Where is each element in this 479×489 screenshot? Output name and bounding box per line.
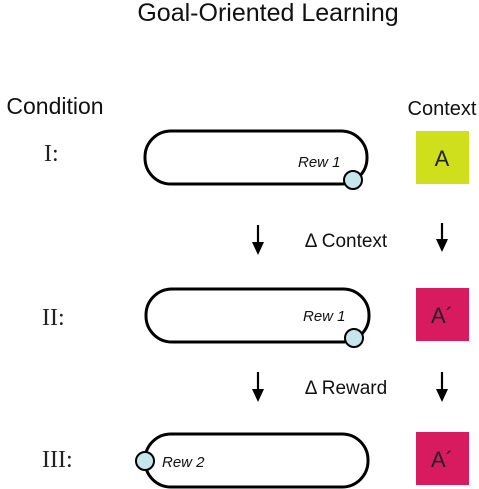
condition-row-1: I: Rew 1 A bbox=[44, 129, 469, 190]
transition-label-1: Δ Context bbox=[305, 231, 388, 252]
reward-location-dot-2 bbox=[344, 328, 364, 348]
reward-location-dot-3 bbox=[135, 451, 155, 471]
context-box-2 bbox=[416, 288, 469, 341]
transition-label-2: Δ Reward bbox=[305, 378, 387, 399]
transition-arrow-right-1-head bbox=[436, 239, 448, 252]
transition-1: Δ Context bbox=[252, 223, 448, 255]
condition-label-2: II: bbox=[42, 305, 65, 331]
context-column-header: Context bbox=[408, 98, 477, 120]
context-box-3 bbox=[416, 432, 469, 485]
transition-2: Δ Reward bbox=[252, 372, 448, 402]
context-box-1 bbox=[416, 131, 469, 184]
diagram-title: Goal-Oriented Learning bbox=[137, 0, 398, 27]
reward-label-1: Rew 1 bbox=[298, 154, 341, 171]
context-letter-1: A bbox=[435, 146, 450, 171]
track-loop-1 bbox=[143, 129, 369, 186]
reward-label-2: Rew 1 bbox=[303, 308, 346, 325]
context-letter-3: A´ bbox=[431, 447, 453, 472]
transition-arrow-left-1-head bbox=[252, 242, 264, 255]
reward-location-dot-1 bbox=[343, 170, 363, 190]
condition-label-1: I: bbox=[44, 141, 59, 167]
transition-arrow-left-2-head bbox=[252, 389, 264, 402]
condition-row-3: III: Rew 2 A´ bbox=[42, 432, 469, 489]
condition-label-3: III: bbox=[42, 447, 73, 473]
track-loop-2 bbox=[144, 287, 371, 344]
transition-arrow-right-2-head bbox=[436, 389, 448, 402]
condition-column-header: Condition bbox=[6, 93, 103, 119]
reward-label-3: Rew 2 bbox=[162, 454, 205, 471]
condition-row-2: II: Rew 1 A´ bbox=[42, 287, 469, 348]
context-letter-2: A´ bbox=[431, 303, 453, 328]
